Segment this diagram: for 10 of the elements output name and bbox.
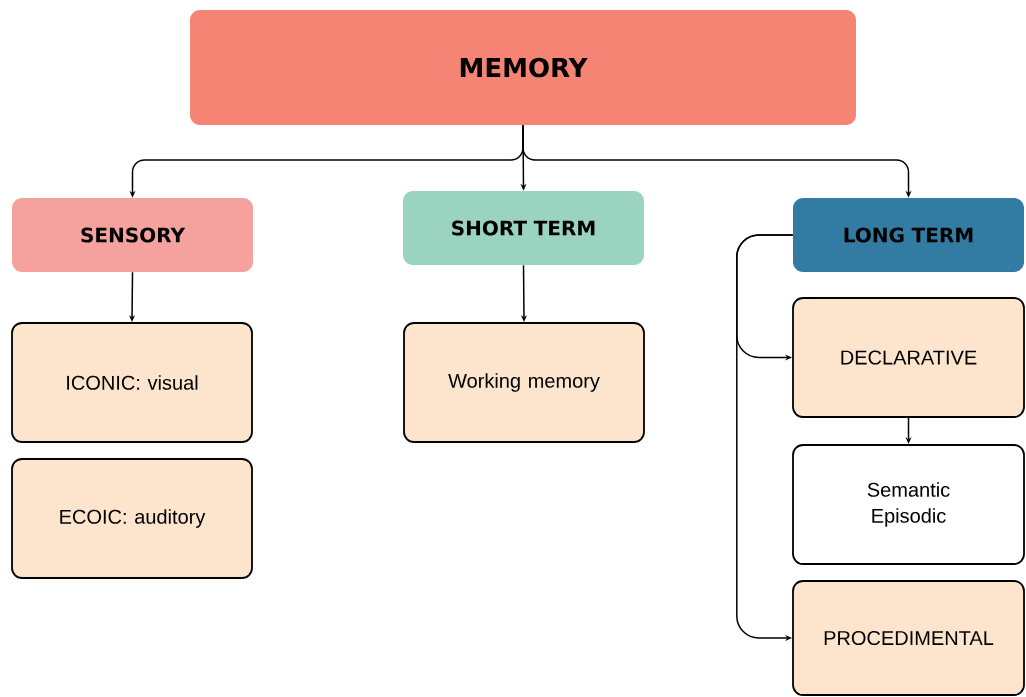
category-box: SHORT TERM [403, 191, 644, 265]
title-box: MEMORY [190, 10, 856, 125]
memory-box: Semantic Episodic [792, 444, 1025, 565]
category-box: SENSORY [12, 198, 253, 272]
memory-box: ICONIC: visual [11, 322, 253, 443]
memory-box: DECLARATIVE [792, 297, 1025, 418]
memory-box: PROCEDIMENTAL [792, 580, 1025, 696]
category-box: LONG TERM [793, 198, 1024, 272]
memory-box: ECOIC: auditory [11, 458, 253, 579]
memory-box: Working memory [403, 322, 645, 443]
